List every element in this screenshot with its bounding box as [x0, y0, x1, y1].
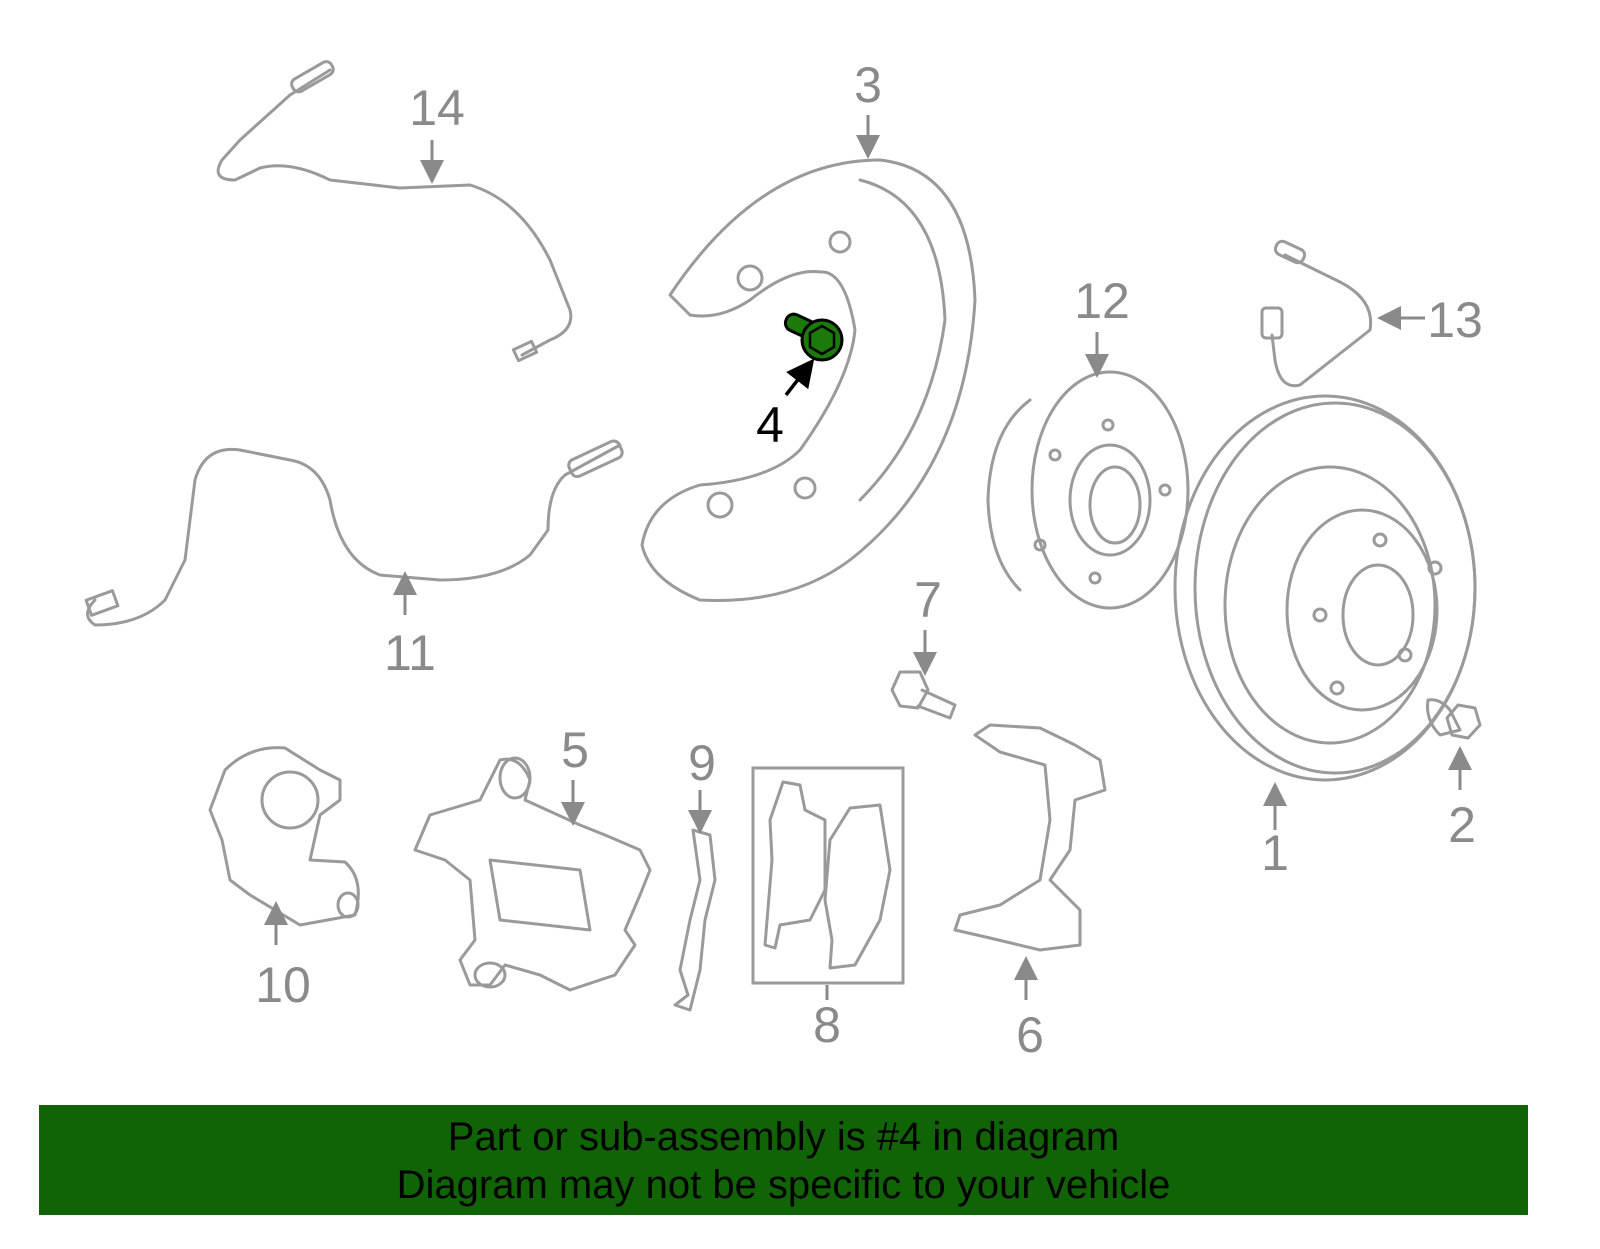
- callout-4: 4: [756, 358, 815, 453]
- svg-text:4: 4: [756, 397, 784, 453]
- part-10-parking-brake-motor[interactable]: [208, 746, 360, 927]
- svg-text:6: 6: [1016, 1007, 1044, 1063]
- part-2-bolt[interactable]: [1426, 698, 1482, 740]
- svg-text:11: 11: [384, 625, 436, 681]
- info-banner: Part or sub-assembly is #4 in diagram Di…: [39, 1105, 1528, 1215]
- svg-text:14: 14: [409, 80, 465, 136]
- callout-13: 13: [1377, 292, 1483, 348]
- banner-line-2: Diagram may not be specific to your vehi…: [396, 1163, 1171, 1207]
- part-13-abs-sensor[interactable]: [1260, 239, 1373, 388]
- part-1-brake-rotor[interactable]: [1173, 394, 1477, 782]
- callout-11: 11: [384, 571, 436, 681]
- part-11-wear-sensor-wire[interactable]: [84, 439, 624, 627]
- part-8-brake-pad-set[interactable]: [751, 766, 905, 985]
- callout-9: 9: [688, 735, 716, 834]
- part-14-wear-sensor-wire[interactable]: [216, 59, 573, 363]
- callout-5: 5: [561, 722, 589, 826]
- banner-line-1: Part or sub-assembly is #4 in diagram: [447, 1115, 1120, 1159]
- svg-text:1: 1: [1261, 825, 1289, 881]
- svg-text:3: 3: [854, 57, 882, 113]
- callout-1: 1: [1261, 782, 1289, 881]
- part-4-shield-bolt[interactable]: [783, 312, 844, 362]
- svg-text:8: 8: [813, 997, 841, 1053]
- svg-text:2: 2: [1448, 797, 1476, 853]
- part-6-caliper-bracket[interactable]: [953, 723, 1107, 952]
- callout-3: 3: [854, 57, 882, 159]
- svg-text:9: 9: [688, 735, 716, 791]
- callout-12: 12: [1074, 273, 1130, 378]
- callout-6: 6: [1014, 956, 1044, 1063]
- svg-text:10: 10: [255, 957, 311, 1013]
- callout-10: 10: [255, 901, 311, 1013]
- callout-8: 8: [813, 985, 841, 1053]
- svg-text:5: 5: [561, 722, 589, 778]
- part-3-splash-shield[interactable]: [640, 158, 977, 602]
- callout-14: 14: [409, 80, 465, 184]
- svg-text:12: 12: [1074, 273, 1130, 329]
- callout-7: 7: [913, 572, 942, 676]
- svg-text:13: 13: [1427, 292, 1483, 348]
- part-9-pad-clip[interactable]: [673, 828, 717, 1012]
- part-12-wheel-hub[interactable]: [986, 370, 1190, 610]
- svg-text:7: 7: [914, 572, 942, 628]
- callout-2: 2: [1448, 746, 1476, 853]
- part-7-bolt[interactable]: [890, 670, 957, 720]
- part-5-brake-caliper[interactable]: [413, 756, 652, 992]
